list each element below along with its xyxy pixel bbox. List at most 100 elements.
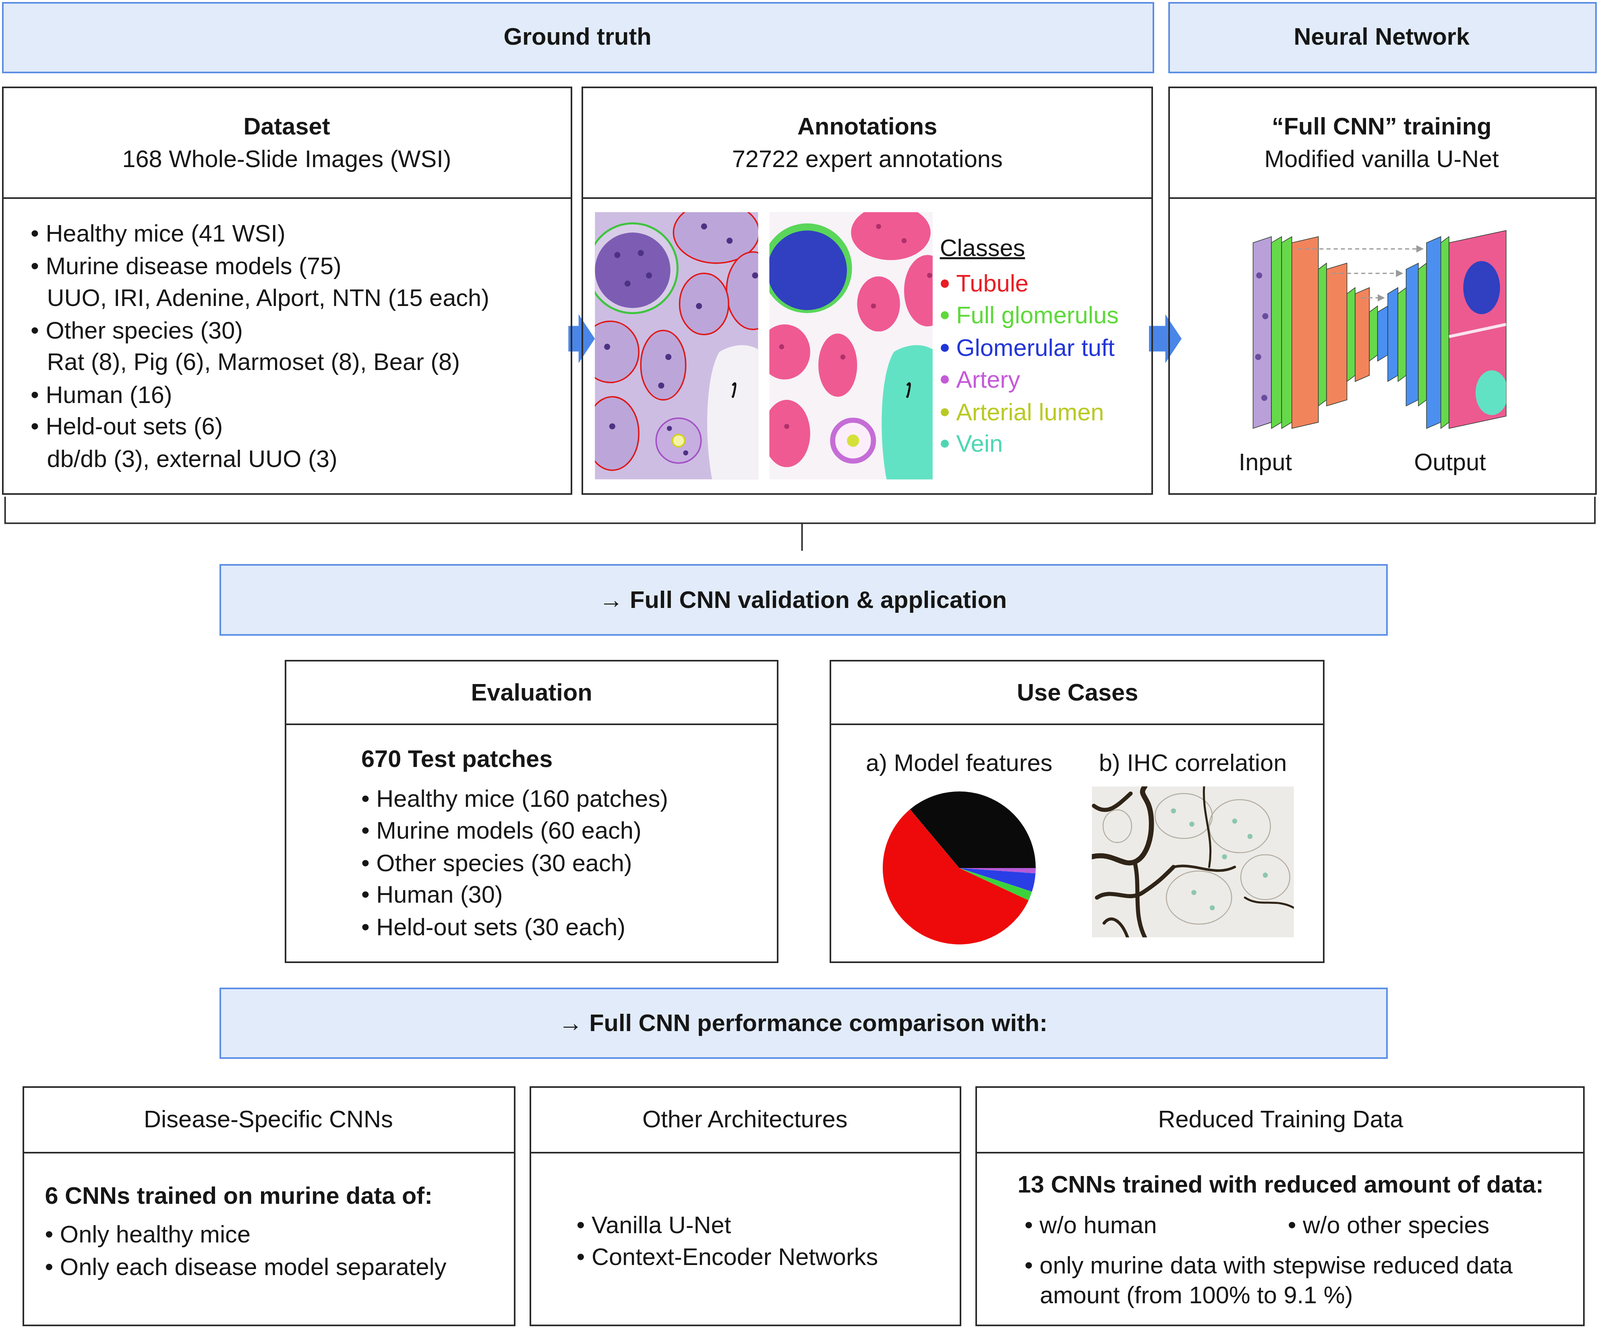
legend-label: Tubule	[956, 268, 1029, 299]
legend-swatch	[940, 311, 949, 320]
box-heading: Other Architectures	[642, 1104, 848, 1135]
glomerular-tuft	[594, 232, 671, 309]
conv-slab	[1281, 236, 1292, 429]
tubule-outline	[726, 252, 759, 330]
tubule-mask	[904, 254, 933, 327]
cell-outline	[1209, 799, 1271, 853]
group-bracket	[5, 496, 1596, 551]
nucleus-dot	[1247, 834, 1253, 840]
input-texture	[1262, 313, 1269, 320]
body-text: UUO, IRI, Adenine, Alport, NTN (15 each)	[47, 283, 490, 313]
skip-connection	[1361, 297, 1384, 299]
body-text: • only murine data with stepwise reduced…	[1024, 1250, 1535, 1311]
input-texture	[1255, 353, 1262, 361]
arterial-lumen	[672, 434, 685, 447]
body-text: a) Model features	[865, 748, 1053, 779]
box-heading: Use Cases	[1016, 677, 1139, 708]
conv-slab	[1318, 263, 1327, 407]
comparison-box: Disease-Specific CNNs6 CNNs trained on m…	[22, 1086, 516, 1327]
output-mask	[1448, 324, 1507, 337]
divider-line	[24, 1152, 514, 1154]
vein-lumen	[707, 345, 759, 480]
histology-patch	[594, 212, 758, 480]
nucleus-dot	[624, 280, 631, 287]
nucleus-dot	[1262, 872, 1269, 878]
lumen-mask	[846, 434, 859, 447]
tubule-mask	[769, 399, 810, 468]
skip-connection	[1297, 248, 1423, 250]
nucleus-dot	[666, 426, 673, 432]
body-text: • w/o other species	[1287, 1210, 1490, 1241]
box-heading: “Full CNN” training	[1271, 111, 1492, 142]
body-text: • Murine models (60 each)	[361, 815, 642, 846]
ihc-image	[1091, 786, 1294, 938]
tuft-mask	[769, 230, 847, 311]
legend-label: Arterial lumen	[956, 397, 1104, 427]
pool-slab	[1291, 236, 1319, 429]
artery	[656, 418, 701, 464]
nucleus-dot	[701, 223, 708, 230]
annotations-box: Annotations72722 expert annotationsTubul…	[581, 86, 1153, 495]
tubule-outline	[594, 321, 639, 383]
upconv-slab	[1377, 306, 1388, 362]
body-text: • Human (30)	[361, 879, 503, 910]
body-text: • Held-out sets (6)	[30, 411, 223, 442]
nucleus-dot	[683, 450, 689, 456]
nucleus-dot	[604, 343, 611, 350]
nucleus-dot	[645, 272, 653, 279]
debris-mark	[732, 383, 736, 398]
conv-slab	[1271, 236, 1282, 429]
tubule-mask	[769, 324, 810, 380]
tubule-outline	[594, 397, 639, 471]
annotation-mask-patch	[769, 212, 933, 480]
stain-fibre	[1093, 793, 1131, 811]
body-text: • Held-out sets (30 each)	[361, 912, 626, 943]
nucleus-dot	[1171, 808, 1177, 814]
stain-fibre	[1244, 897, 1294, 908]
tubule-outline	[640, 330, 686, 400]
legend-title: Classes	[939, 232, 1026, 263]
nucleus-dot	[665, 353, 672, 361]
legend-swatch	[940, 408, 949, 417]
skip-connection	[1297, 248, 1423, 299]
body-text: 72722 expert annotations	[732, 144, 1003, 174]
divider-line	[583, 197, 1152, 199]
nucleus-dot	[871, 303, 877, 309]
box-heading: Dataset	[243, 111, 330, 142]
cell-outline	[1166, 871, 1232, 925]
box-heading: Annotations	[797, 111, 938, 142]
pie-chart	[882, 791, 1036, 945]
figure-label: Output	[1413, 447, 1487, 478]
legend-swatch	[940, 343, 949, 352]
nucleus-dot	[784, 424, 790, 430]
legend-label: Vein	[956, 428, 1003, 459]
stain-fibre	[1104, 919, 1128, 938]
divider-line	[531, 1152, 960, 1154]
conv-slab	[1369, 306, 1378, 362]
box-heading: → Full CNN validation & application	[599, 585, 1007, 615]
vein-mask	[881, 345, 933, 480]
upconv-slab	[1426, 236, 1441, 429]
input-slab	[1253, 236, 1272, 429]
input-texture	[1255, 272, 1269, 401]
body-text: • Healthy mice (160 patches)	[361, 784, 669, 814]
conv-slab	[1347, 287, 1356, 382]
dataset-box: Dataset168 Whole-Slide Images (WSI)• Hea…	[2, 86, 573, 495]
nucleus-dot	[1221, 854, 1228, 860]
nucleus-dot	[840, 354, 846, 360]
body-text: db/db (3), external UUO (3)	[47, 444, 338, 474]
bold-subheading: 13 CNNs trained with reduced amount of d…	[1017, 1169, 1545, 1200]
tubule-outline	[679, 273, 729, 335]
tubule-mask	[818, 333, 857, 397]
nucleus-dot	[1171, 808, 1269, 911]
body-text: • Context-Encoder Networks	[576, 1241, 879, 1272]
skip-connection	[1332, 272, 1402, 274]
glomerulus-mask	[769, 223, 852, 314]
output-mask	[1475, 370, 1509, 416]
legend-label: Glomerular tuft	[956, 333, 1115, 363]
stain-fibre	[1134, 862, 1145, 938]
body-text: • Other species (30)	[30, 315, 243, 346]
legend-label: Full glomerulus	[956, 300, 1119, 331]
cell-outline	[1240, 854, 1290, 900]
